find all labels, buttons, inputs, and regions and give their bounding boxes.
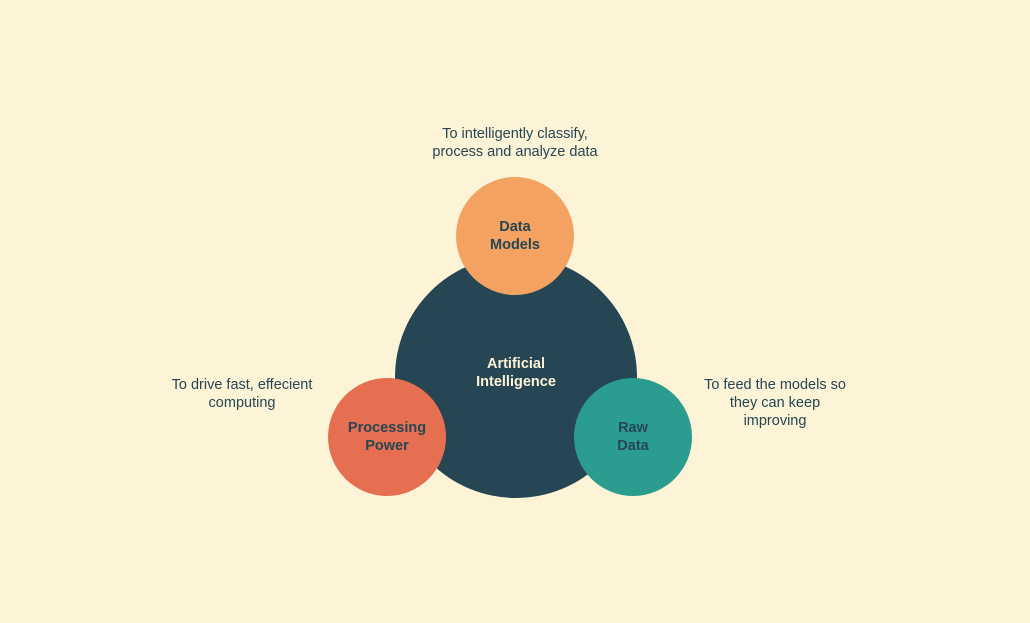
core-label-line-2: Intelligence <box>476 374 556 390</box>
processing-power-caption: To drive fast, effecient computing <box>145 376 339 412</box>
raw-data-caption: To feed the models so they can keep impr… <box>680 376 870 430</box>
caption-line: To feed the models so <box>704 377 846 393</box>
caption-line: computing <box>208 395 276 411</box>
caption-line: process and analyze data <box>432 144 598 160</box>
data-models-circle: Data Models <box>456 177 574 295</box>
caption-line: improving <box>743 413 807 429</box>
raw-data-label: Raw Data <box>617 419 648 455</box>
node-label-line: Models <box>490 237 540 253</box>
core-label: Artificial Intelligence <box>476 355 556 391</box>
data-models-caption: To intelligently classify, process and a… <box>400 125 630 161</box>
node-label-line: Power <box>365 438 409 454</box>
node-label-line: Data <box>499 219 531 235</box>
caption-line: they can keep <box>729 395 821 411</box>
node-label-line: Processing <box>347 420 427 436</box>
caption-line: To intelligently classify, <box>442 126 588 142</box>
caption-line: To drive fast, effecient <box>171 377 313 393</box>
processing-power-label: Processing Power <box>348 419 426 455</box>
core-label-line-1: Artificial <box>486 356 545 372</box>
node-label-line: Raw <box>618 420 648 436</box>
node-label-line: Data <box>617 438 649 454</box>
processing-power-circle: Processing Power <box>328 378 446 496</box>
data-models-label: Data Models <box>490 218 540 254</box>
raw-data-circle: Raw Data <box>574 378 692 496</box>
